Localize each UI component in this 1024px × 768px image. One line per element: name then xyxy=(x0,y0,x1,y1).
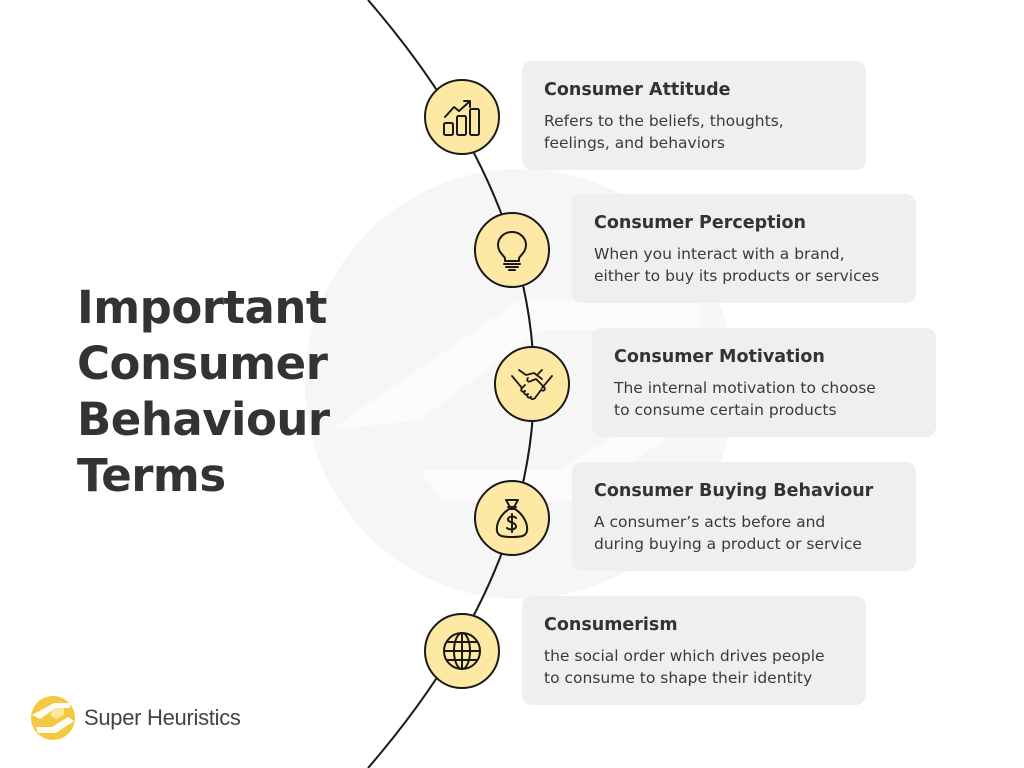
term-node-consumerism xyxy=(424,613,500,689)
globe-icon xyxy=(443,632,481,670)
term-node-perception xyxy=(474,212,550,288)
term-card-motivation: Consumer Motivation The internal motivat… xyxy=(592,328,936,437)
term-card-perception: Consumer Perception When you interact wi… xyxy=(572,194,916,303)
brand-logo: Super Heuristics xyxy=(30,695,241,741)
term-description: the social order which drives people to … xyxy=(544,647,825,687)
title-line-3: Behaviour xyxy=(77,393,330,446)
term-title: Consumer Perception xyxy=(594,213,806,233)
term-card-consumerism: Consumerism the social order which drive… xyxy=(522,596,866,705)
term-node-attitude xyxy=(424,79,500,155)
super-heuristics-logo-icon xyxy=(31,696,75,740)
title-line-2: Consumer xyxy=(77,337,328,390)
term-title: Consumer Motivation xyxy=(614,347,825,367)
term-description: When you interact with a brand, either t… xyxy=(594,245,880,285)
handshake-icon xyxy=(511,369,553,400)
term-card-attitude: Consumer Attitude Refers to the beliefs,… xyxy=(522,61,866,170)
term-description: A consumer’s acts before and during buyi… xyxy=(594,513,862,553)
term-description: Refers to the beliefs, thoughts, feeling… xyxy=(544,112,784,152)
term-card-buying-behaviour: Consumer Buying Behaviour A consumer’s a… xyxy=(572,462,916,571)
page-title: Important Consumer Behaviour Terms xyxy=(77,280,330,504)
term-description: The internal motivation to choose to con… xyxy=(614,379,876,419)
term-title: Consumerism xyxy=(544,615,678,635)
term-title: Consumer Buying Behaviour xyxy=(594,481,874,501)
brand-name: Super Heuristics xyxy=(84,705,241,730)
term-title: Consumer Attitude xyxy=(544,80,731,100)
title-line-4: Terms xyxy=(77,449,226,502)
term-node-buying-behaviour xyxy=(474,480,550,556)
growth-chart-icon xyxy=(443,100,480,136)
title-line-1: Important xyxy=(77,281,327,334)
lightbulb-icon xyxy=(497,231,527,271)
money-bag-icon xyxy=(495,499,529,538)
term-node-motivation xyxy=(494,346,570,422)
